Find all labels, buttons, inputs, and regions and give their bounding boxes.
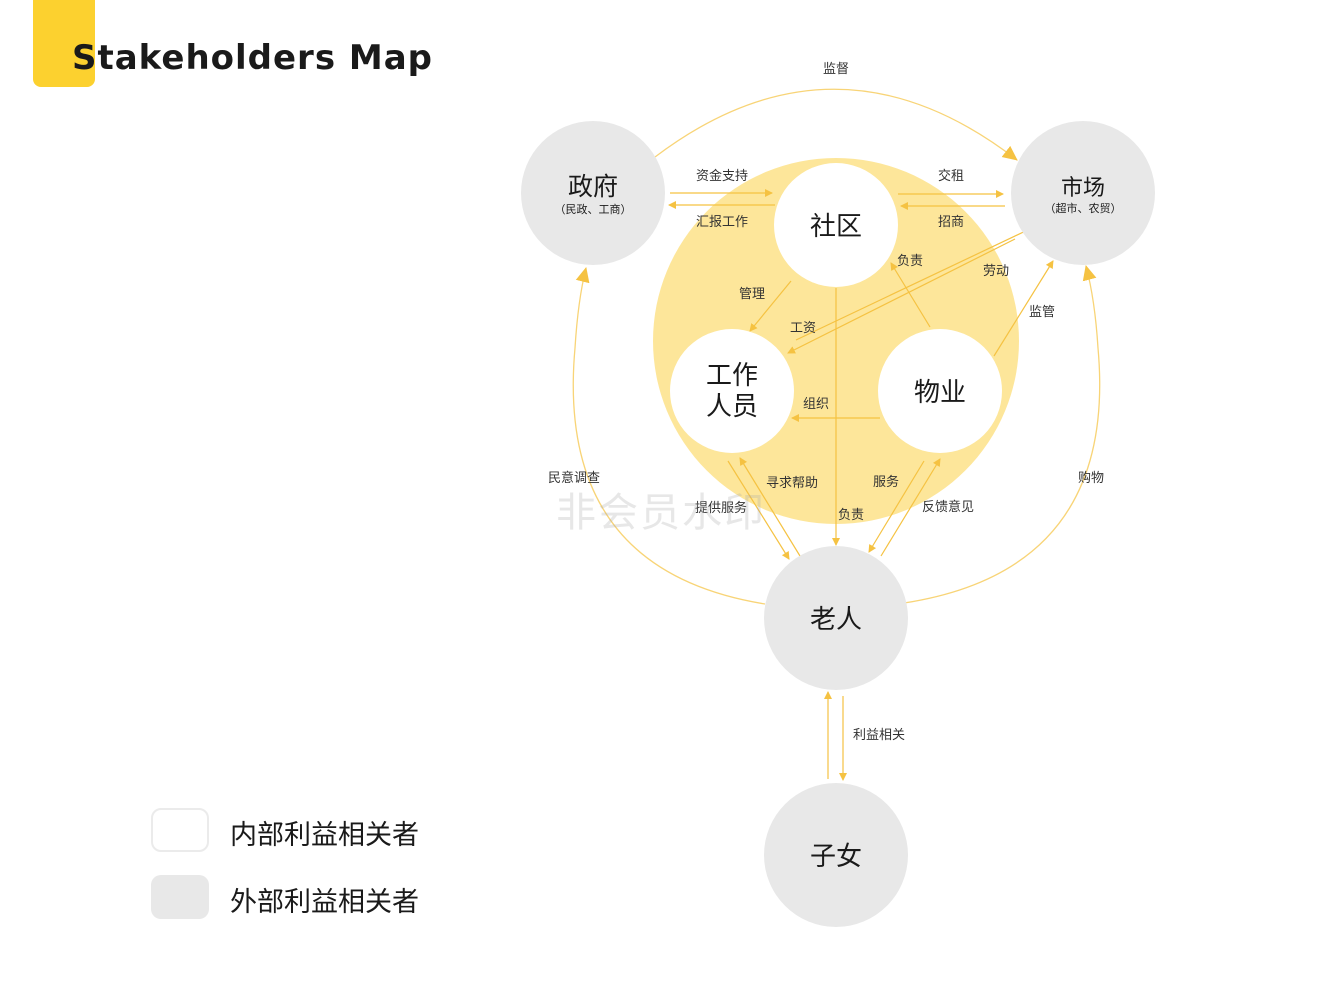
- label-seek-help: 寻求帮助: [766, 476, 818, 491]
- edge-provide-service: [727, 460, 790, 560]
- node-property: [878, 329, 1002, 453]
- edge-wage: [787, 238, 1016, 354]
- node-market-sublabel: （超市、农贸）: [1045, 201, 1122, 215]
- label-survey: 民意调查: [548, 470, 600, 486]
- node-government-label: 政府: [568, 172, 618, 201]
- edge-survey-arc: [572, 267, 766, 605]
- title-accent-block: [33, 0, 95, 87]
- page-title: Stakeholders Map: [72, 38, 434, 78]
- node-children: [764, 783, 908, 927]
- edge-property-responsible: [890, 262, 931, 328]
- node-children-label: 子女: [810, 842, 862, 872]
- label-labor: 劳动: [983, 263, 1009, 279]
- legend-external-swatch: [151, 875, 209, 919]
- label-funding: 资金支持: [696, 168, 748, 184]
- node-elderly: [764, 546, 908, 690]
- label-supervise: 监督: [823, 62, 849, 77]
- label-feedback: 反馈意见: [922, 499, 974, 515]
- label-shopping: 购物: [1078, 470, 1104, 486]
- label-organize: 组织: [803, 397, 829, 412]
- label-elderly-responsible: 负责: [838, 508, 864, 523]
- edge-service: [868, 460, 925, 553]
- node-community-label: 社区: [810, 212, 862, 242]
- node-staff: [670, 329, 794, 453]
- edge-feedback: [880, 458, 941, 557]
- label-regulate: 监管: [1029, 305, 1055, 320]
- label-rent: 交租: [938, 168, 964, 184]
- node-community: [774, 163, 898, 287]
- node-government: [521, 121, 665, 265]
- node-staff-label-line1: 工作: [706, 361, 758, 391]
- legend-internal-swatch: [151, 808, 209, 852]
- label-service: 服务: [873, 474, 899, 490]
- legend-internal-label: 内部利益相关者: [230, 820, 419, 851]
- label-interest: 利益相关: [853, 728, 905, 743]
- label-recruit: 招商: [938, 215, 964, 230]
- edge-seek-help: [739, 457, 801, 557]
- label-wage: 工资: [790, 321, 816, 336]
- label-property-responsible: 负责: [897, 254, 923, 269]
- node-elderly-label: 老人: [810, 605, 862, 635]
- node-property-label: 物业: [914, 378, 966, 408]
- node-market-label: 市场: [1061, 176, 1105, 201]
- label-report: 汇报工作: [696, 215, 748, 230]
- edge-supervise-arc: [654, 88, 1018, 161]
- node-market: [1011, 121, 1155, 265]
- label-provide-service: 提供服务: [695, 500, 747, 516]
- node-staff-label-line2: 人员: [706, 392, 758, 422]
- edge-shopping-arc: [903, 265, 1101, 604]
- watermark: 非会员水印: [556, 490, 766, 536]
- label-manage: 管理: [739, 287, 765, 302]
- legend-external-label: 外部利益相关者: [230, 887, 419, 918]
- node-government-sublabel: （民政、工商）: [555, 202, 632, 216]
- edge-regulate: [993, 260, 1054, 357]
- edge-manage: [749, 280, 792, 332]
